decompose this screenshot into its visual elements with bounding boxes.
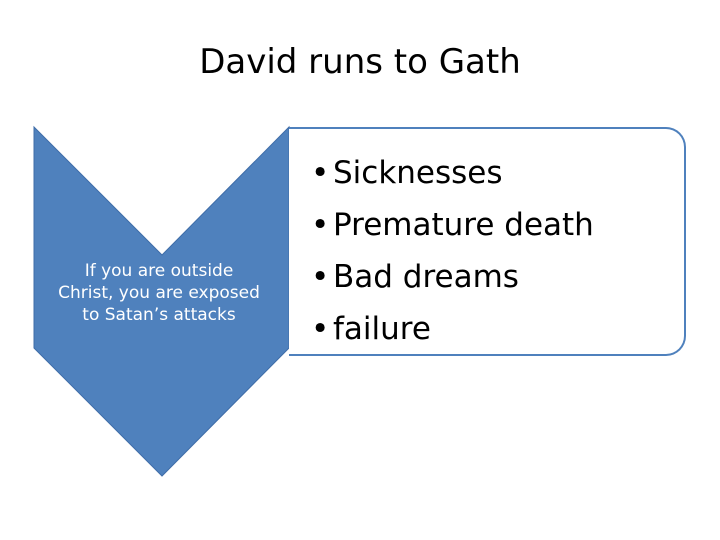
bullet-text: Premature death <box>333 207 594 243</box>
bullet-marker: • <box>311 207 330 243</box>
bullet-text: failure <box>333 311 431 347</box>
chevron-label-line: to Satan’s attacks <box>82 305 236 326</box>
slide-title: David runs to Gath <box>199 42 521 82</box>
bullet-item: •failure <box>311 303 594 355</box>
chevron-label-line: If you are outside <box>84 261 234 281</box>
bullet-text: Bad dreams <box>333 259 519 295</box>
bullet-text: Sicknesses <box>333 155 503 191</box>
bullet-item: •Sicknesses <box>311 147 594 199</box>
bullet-marker: • <box>311 155 330 191</box>
chevron-label: If you are outside Christ, you are expos… <box>30 260 288 326</box>
bullet-item: •Bad dreams <box>311 251 594 303</box>
chevron-label-line: Christ, you are exposed <box>58 283 260 304</box>
bullet-marker: • <box>311 311 330 347</box>
bullet-box: •Sicknesses •Premature death •Bad dreams… <box>289 127 686 356</box>
bullet-item: •Premature death <box>311 199 594 251</box>
bullet-list: •Sicknesses •Premature death •Bad dreams… <box>311 147 594 355</box>
bullet-marker: • <box>311 259 330 295</box>
